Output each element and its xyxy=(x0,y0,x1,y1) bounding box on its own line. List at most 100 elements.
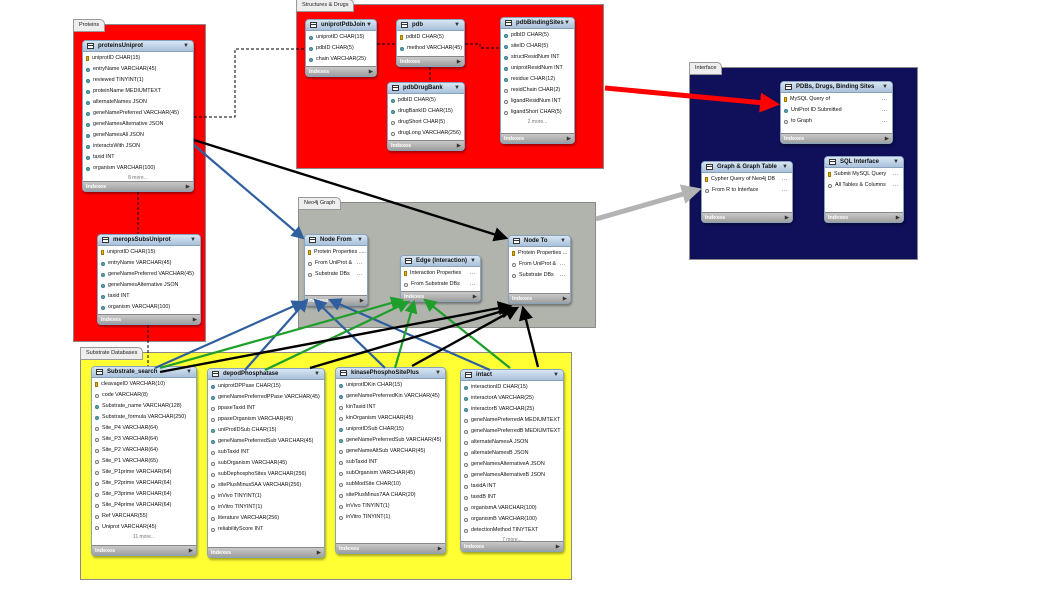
table-field[interactable]: drugBankID CHAR(15) xyxy=(388,106,464,117)
table-pdbDrugBank[interactable]: pdbDrugBank▼pdbID CHAR(5)drugBankID CHAR… xyxy=(387,82,465,151)
table-depodPhosphatase[interactable]: depodPhosphatase▼uniprotDPPase CHAR(15)g… xyxy=(207,368,325,558)
table-field[interactable]: taxid INT xyxy=(83,152,193,163)
expand-arrow-icon[interactable]: ▶ xyxy=(784,214,789,221)
table-field[interactable]: uniprotID CHAR(15) xyxy=(306,32,376,43)
collapse-arrow-icon[interactable]: ▼ xyxy=(782,164,788,170)
table-field[interactable]: proteinName MEDIUMTEXT xyxy=(83,86,193,97)
table-field[interactable]: interactorB VARCHAR(25) xyxy=(461,404,563,415)
indexes-bar[interactable]: Indexes▶ xyxy=(461,541,563,551)
table-header[interactable]: SQL Interface▼ xyxy=(825,157,903,168)
table-header[interactable]: pdbBindingSites▼ xyxy=(501,18,574,29)
table-field[interactable]: organism VARCHAR(100) xyxy=(83,163,193,174)
indexes-bar[interactable]: Indexes▶ xyxy=(509,293,570,303)
table-header[interactable]: PDBs, Drugs, Binding Sites▼ xyxy=(781,82,892,93)
table-field[interactable]: Substrate DBs... xyxy=(305,269,367,280)
table-field[interactable]: geneNamePreferred VARCHAR(45) xyxy=(83,108,193,119)
indexes-bar[interactable]: Indexes▶ xyxy=(825,212,903,222)
table-field[interactable]: reviewed TINYINT(1) xyxy=(83,75,193,86)
table-field[interactable]: sitePlusMinus5AA VARCHAR(256) xyxy=(208,480,324,491)
table-field[interactable]: uniprotResidNum INT xyxy=(501,63,574,74)
collapse-arrow-icon[interactable]: ▼ xyxy=(435,370,441,376)
table-field[interactable]: uniProtIDSub CHAR(15) xyxy=(208,425,324,436)
table-field[interactable]: From R to Interface... xyxy=(702,185,792,196)
indexes-bar[interactable]: Indexes▶ xyxy=(306,66,376,76)
table-field[interactable]: Substrate DBs... xyxy=(509,270,570,281)
expand-arrow-icon[interactable]: ▶ xyxy=(895,214,900,221)
table-field[interactable]: subOrganism VARCHAR(45) xyxy=(336,468,445,479)
table-field[interactable]: organism VARCHAR(100) xyxy=(98,302,200,313)
collapse-arrow-icon[interactable]: ▼ xyxy=(314,371,320,377)
table-field[interactable]: All Tables & Columns... xyxy=(825,180,903,191)
table-field[interactable]: Site_P3 VARCHAR(64) xyxy=(92,434,196,445)
table-field[interactable]: Cypher Query of Neo4j DB... xyxy=(702,174,792,185)
indexes-bar[interactable]: Indexes▶ xyxy=(83,181,193,191)
expand-arrow-icon[interactable]: ▶ xyxy=(316,549,321,556)
collapse-arrow-icon[interactable]: ▼ xyxy=(357,237,363,243)
table-field[interactable]: drugLong VARCHAR(256) xyxy=(388,128,464,139)
table-field[interactable]: uniprotID CHAR(15) xyxy=(83,53,193,64)
table-field[interactable]: residue CHAR(12) xyxy=(501,74,574,85)
expand-arrow-icon[interactable]: ▶ xyxy=(188,547,193,554)
collapse-arrow-icon[interactable]: ▼ xyxy=(186,369,192,375)
table-field[interactable]: Site_P4prime VARCHAR(64) xyxy=(92,500,196,511)
table-field[interactable]: geneNameAltSub VARCHAR(45) xyxy=(336,446,445,457)
table-proteinsUniprot[interactable]: proteinsUniprot▼uniprotID CHAR(15)entryN… xyxy=(82,40,194,192)
table-field[interactable]: residChain CHAR(2) xyxy=(501,85,574,96)
indexes-bar[interactable]: Indexes▶ xyxy=(388,140,464,150)
table-header[interactable]: meropsSubsUniprot▼ xyxy=(98,235,200,246)
indexes-bar[interactable]: Indexes▶ xyxy=(208,547,324,557)
table-field[interactable]: Protein Properties ...... xyxy=(305,247,367,258)
collapse-arrow-icon[interactable]: ▼ xyxy=(190,237,196,243)
more-fields-link[interactable]: 2 more... xyxy=(527,119,548,125)
table-field[interactable]: siteID CHAR(5) xyxy=(501,41,574,52)
table-field[interactable]: kinOrganism VARCHAR(45) xyxy=(336,413,445,424)
table-field[interactable]: pdbID CHAR(5) xyxy=(388,95,464,106)
table-header[interactable]: Node To▼ xyxy=(509,236,570,247)
table-field[interactable]: geneNamePreferredA MEDIUMTEXT xyxy=(461,415,563,426)
table-meropsSubsUniprot[interactable]: meropsSubsUniprot▼uniprotID CHAR(15)entr… xyxy=(97,234,201,325)
table-field[interactable]: inVivo TINYINT(1) xyxy=(208,491,324,502)
table-field[interactable]: chain VARCHAR(25) xyxy=(306,54,376,65)
expand-arrow-icon[interactable]: ▶ xyxy=(884,135,889,142)
table-field[interactable]: Ref VARCHAR(55) xyxy=(92,511,196,522)
expand-arrow-icon[interactable]: ▶ xyxy=(185,183,190,190)
table-pdb[interactable]: pdb▼pdbID CHAR(5)method VARCHAR(45)Index… xyxy=(396,19,465,67)
table-kinasePhosphoSitePlus[interactable]: kinasePhosphoSitePlus▼uniprotIDKin CHAR(… xyxy=(335,367,446,554)
expand-arrow-icon[interactable]: ▶ xyxy=(456,58,461,65)
table-field[interactable]: interactionID CHAR(15) xyxy=(461,382,563,393)
table-field[interactable]: geneNamesAlternative JSON xyxy=(98,280,200,291)
table-header[interactable]: kinasePhosphoSitePlus▼ xyxy=(336,368,445,379)
table-field[interactable]: Site_P2prime VARCHAR(64) xyxy=(92,478,196,489)
indexes-bar[interactable]: Indexes▶ xyxy=(397,56,464,66)
table-field[interactable]: geneNamePreferredSub VARCHAR(45) xyxy=(208,436,324,447)
expand-arrow-icon[interactable]: ▶ xyxy=(472,293,477,300)
table-field[interactable]: geneNamesAlternative JSON xyxy=(83,119,193,130)
table-field[interactable]: reliabilityScore INT xyxy=(208,524,324,535)
indexes-bar[interactable]: Indexes▶ xyxy=(702,212,792,222)
table-field[interactable]: ligandResidNum INT xyxy=(501,96,574,107)
table-field[interactable]: Protein Properties ... xyxy=(509,248,570,259)
table-field[interactable]: subTaxid INT xyxy=(336,457,445,468)
more-fields-link[interactable]: 11 more... xyxy=(132,534,156,540)
table-field[interactable]: uniprotIDKin CHAR(15) xyxy=(336,380,445,391)
table-field[interactable]: Submit MySQL Query... xyxy=(825,169,903,180)
table-pdbBindingSites[interactable]: pdbBindingSites▼pdbID CHAR(5)siteID CHAR… xyxy=(500,17,575,144)
table-field[interactable]: organismB VARCHAR(100) xyxy=(461,514,563,525)
table-header[interactable]: intact▼ xyxy=(461,370,563,381)
table-edge-interaction[interactable]: Edge (Interaction)▼Interaction Propertie… xyxy=(400,255,481,302)
table-field[interactable]: UniProt ID Submitted... xyxy=(781,105,892,116)
table-field[interactable]: alternateNamesB JSON xyxy=(461,448,563,459)
expand-arrow-icon[interactable]: ▶ xyxy=(368,68,373,75)
table-field[interactable]: to Graph... xyxy=(781,116,892,127)
table-field[interactable]: geneNamePreferredB MEDIUMTEXT xyxy=(461,426,563,437)
table-field[interactable]: geneNamePreferred VARCHAR(45) xyxy=(98,269,200,280)
expand-arrow-icon[interactable]: ▶ xyxy=(562,295,567,302)
table-field[interactable]: interactsWith JSON xyxy=(83,141,193,152)
collapse-arrow-icon[interactable]: ▼ xyxy=(553,372,559,378)
table-field[interactable]: subOrganism VARCHAR(45) xyxy=(208,458,324,469)
more-fields-link[interactable]: 7 more... xyxy=(502,537,522,543)
table-header[interactable]: uniprotPdbJoin▼ xyxy=(306,20,376,31)
table-field[interactable]: MySQL Query of... xyxy=(781,94,892,105)
table-field[interactable]: uniprotID CHAR(15) xyxy=(98,247,200,258)
table-field[interactable]: geneNamesAll JSON xyxy=(83,130,193,141)
